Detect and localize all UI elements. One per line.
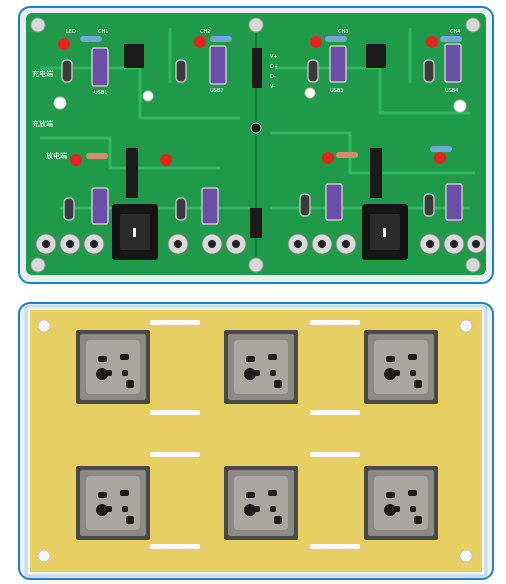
discharge-side-label: 放电端 [46, 151, 67, 160]
label-strip-icons [150, 320, 360, 549]
pcb-board-image: LED CH1 CH2 CH3 CH4 USB1 USB2 USB3 USB4 … [26, 13, 486, 275]
pin-header-icons [124, 44, 386, 238]
usb2-label: USB2 [210, 88, 223, 94]
ch3-label: CH3 [338, 29, 348, 35]
usb1-label: USB1 [94, 90, 107, 96]
rocker-switch-icons [112, 204, 408, 260]
usb3-label: USB3 [330, 88, 343, 94]
pin-label-vminus: V- [270, 84, 275, 90]
socket-panel [18, 302, 494, 580]
universal-socket-3 [364, 330, 438, 404]
corner-mount-icons [37, 319, 473, 563]
universal-socket-5 [224, 466, 298, 540]
universal-socket-4 [76, 466, 150, 540]
ch4-label: CH4 [450, 29, 460, 35]
universal-socket-6 [364, 466, 438, 540]
mounting-hole-icons [53, 87, 467, 134]
ch2-label: CH2 [200, 29, 210, 35]
socket-plate-image [24, 304, 488, 578]
pin-label-dminus: D- [270, 74, 276, 80]
banana-jack-icons [35, 233, 486, 255]
universal-socket-icons [76, 330, 438, 540]
usb-c-port-icons [61, 59, 435, 221]
universal-socket-1 [76, 330, 150, 404]
resistor-icons [80, 36, 462, 159]
charge-side-label: 充电端 [32, 69, 53, 78]
usb4-label: USB4 [445, 88, 458, 94]
universal-socket-2 [224, 330, 298, 404]
charge-discharge-side-label: 充放端 [32, 119, 53, 128]
screw-icons [30, 17, 481, 273]
pin-label-dplus: D+ [270, 64, 278, 70]
usb-a-port-icons [91, 43, 463, 225]
pcb-panel: LED CH1 CH2 CH3 CH4 USB1 USB2 USB3 USB4 … [18, 6, 494, 284]
led-label: LED [66, 29, 76, 35]
led-icons [58, 36, 446, 166]
pin-label-vplus: V+ [270, 54, 278, 60]
acrylic-edge [24, 304, 488, 578]
ch1-label: CH1 [98, 29, 108, 35]
